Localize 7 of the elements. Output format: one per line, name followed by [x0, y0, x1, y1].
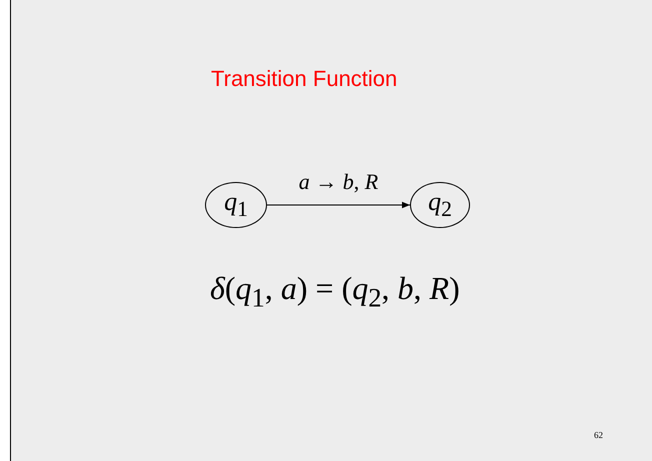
state-circle: q$_{2}$: [410, 182, 470, 228]
arrow: [266, 202, 410, 208]
formula: δ(q$_{1}$, a) = (q$_{2}$, b, R): [210, 270, 460, 314]
state-circle: q$_{1}$: [205, 182, 267, 228]
edge-label: a → b, R: [298, 169, 380, 195]
slide-title: Transition Function: [211, 66, 398, 92]
page-number: 62: [594, 430, 603, 440]
